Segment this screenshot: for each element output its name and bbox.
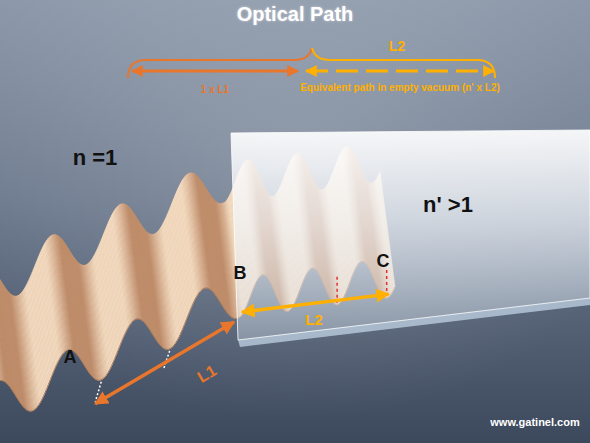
l1-arrow	[95, 322, 234, 404]
length-label: L2	[305, 312, 323, 329]
glass-outline	[229, 126, 590, 348]
path-caption: Equivalent path in empty vacuum (n' x L2…	[300, 82, 500, 93]
optical-path-brace	[128, 48, 312, 78]
medium-index: n' >1	[423, 193, 473, 217]
medium-index: n =1	[73, 146, 118, 170]
point-label: B	[234, 264, 247, 284]
l2-equivalent-arrow	[306, 70, 494, 73]
watermark: www.gatinel.com	[490, 416, 579, 428]
measure-marks	[95, 270, 388, 404]
l1-path-arrow	[132, 70, 298, 73]
point-label: C	[377, 252, 390, 272]
title: Optical Path	[237, 3, 354, 25]
point-label: A	[64, 348, 77, 368]
path-caption: 1 x L1	[201, 84, 229, 95]
glass-medium: n' >1	[229, 126, 590, 348]
path-label: L2	[389, 39, 405, 54]
l2-arrow	[242, 294, 389, 312]
trough-marker	[386, 270, 388, 296]
glass-edge	[231, 130, 590, 340]
